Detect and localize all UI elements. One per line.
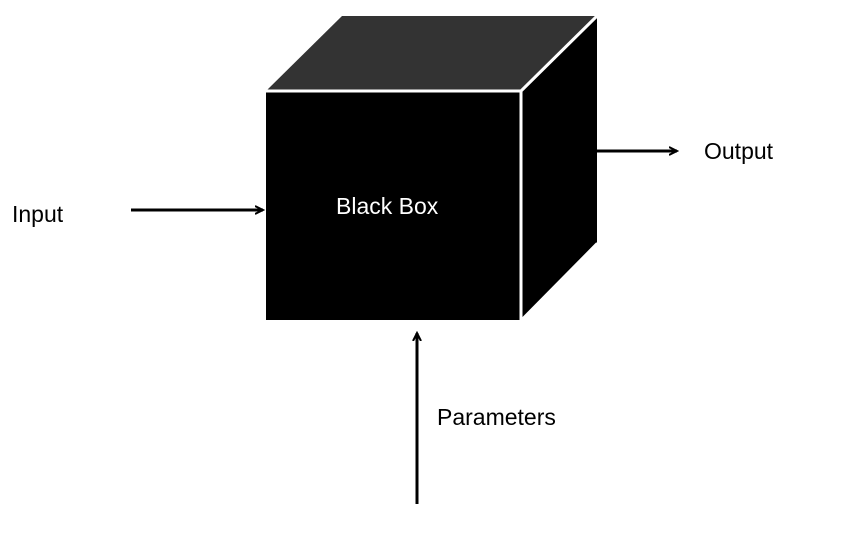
parameters-label: Parameters bbox=[437, 404, 556, 430]
box-top-right-edge bbox=[519, 14, 599, 93]
black-box-label: Black Box bbox=[336, 193, 439, 219]
input-label: Input bbox=[12, 201, 64, 227]
box-front-face bbox=[266, 91, 521, 320]
output-label: Output bbox=[704, 138, 774, 164]
box-bottom-right-edge bbox=[520, 242, 598, 321]
box-top-face bbox=[266, 16, 597, 91]
box-side-face bbox=[521, 16, 597, 320]
